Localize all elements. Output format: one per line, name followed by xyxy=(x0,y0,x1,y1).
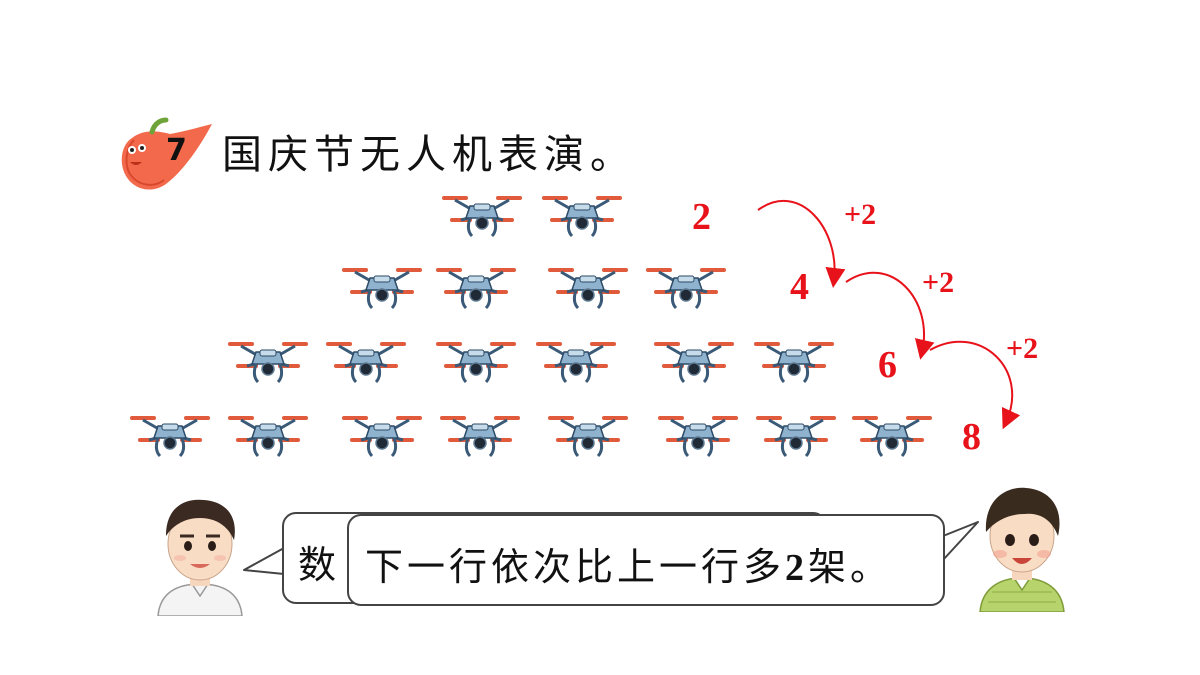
drone-icon xyxy=(536,190,628,242)
drone-icon xyxy=(336,410,428,462)
drone-icon xyxy=(846,410,938,462)
drone-icon xyxy=(648,336,740,388)
speech-bubble-left-text: 数 xyxy=(298,543,337,587)
drone-icon xyxy=(640,262,732,314)
drone-icon xyxy=(430,262,522,314)
drone-icon xyxy=(748,336,840,388)
arrow-icon xyxy=(929,340,1021,430)
drone-icon xyxy=(336,262,428,314)
drone-icon xyxy=(542,410,634,462)
drone-icon xyxy=(652,410,744,462)
problem-number: 7 xyxy=(166,133,187,168)
drone-icon xyxy=(222,410,314,462)
step-label-3: +2 xyxy=(1006,332,1039,365)
drone-icon xyxy=(124,410,216,462)
speech-bubble-right-text: 下一行依次比上一行多2架。 xyxy=(365,545,893,589)
sequence-value-2: 4 xyxy=(790,266,809,308)
drone-icon xyxy=(750,410,842,462)
sequence-value-4: 8 xyxy=(962,416,981,458)
drone-icon xyxy=(320,336,412,388)
arrow-icon xyxy=(845,271,935,360)
boy-icon xyxy=(157,499,243,616)
drone-icon xyxy=(436,190,528,242)
drone-icon xyxy=(222,336,314,388)
sequence-value-3: 6 xyxy=(878,344,897,386)
chili-pepper-icon: 7 xyxy=(121,117,212,190)
sequence-value-1: 2 xyxy=(692,196,711,238)
boy-icon xyxy=(979,487,1065,612)
problem-title: 国庆节无人机表演。 xyxy=(222,132,636,178)
drone-icon xyxy=(542,262,634,314)
drone-icon xyxy=(530,336,622,388)
step-label-1: +2 xyxy=(844,198,877,231)
step-label-2: +2 xyxy=(922,266,955,299)
drone-icon xyxy=(434,410,526,462)
drone-icon xyxy=(430,336,522,388)
speech-bubble-right: 下一行依次比上一行多2架。 xyxy=(347,514,945,606)
